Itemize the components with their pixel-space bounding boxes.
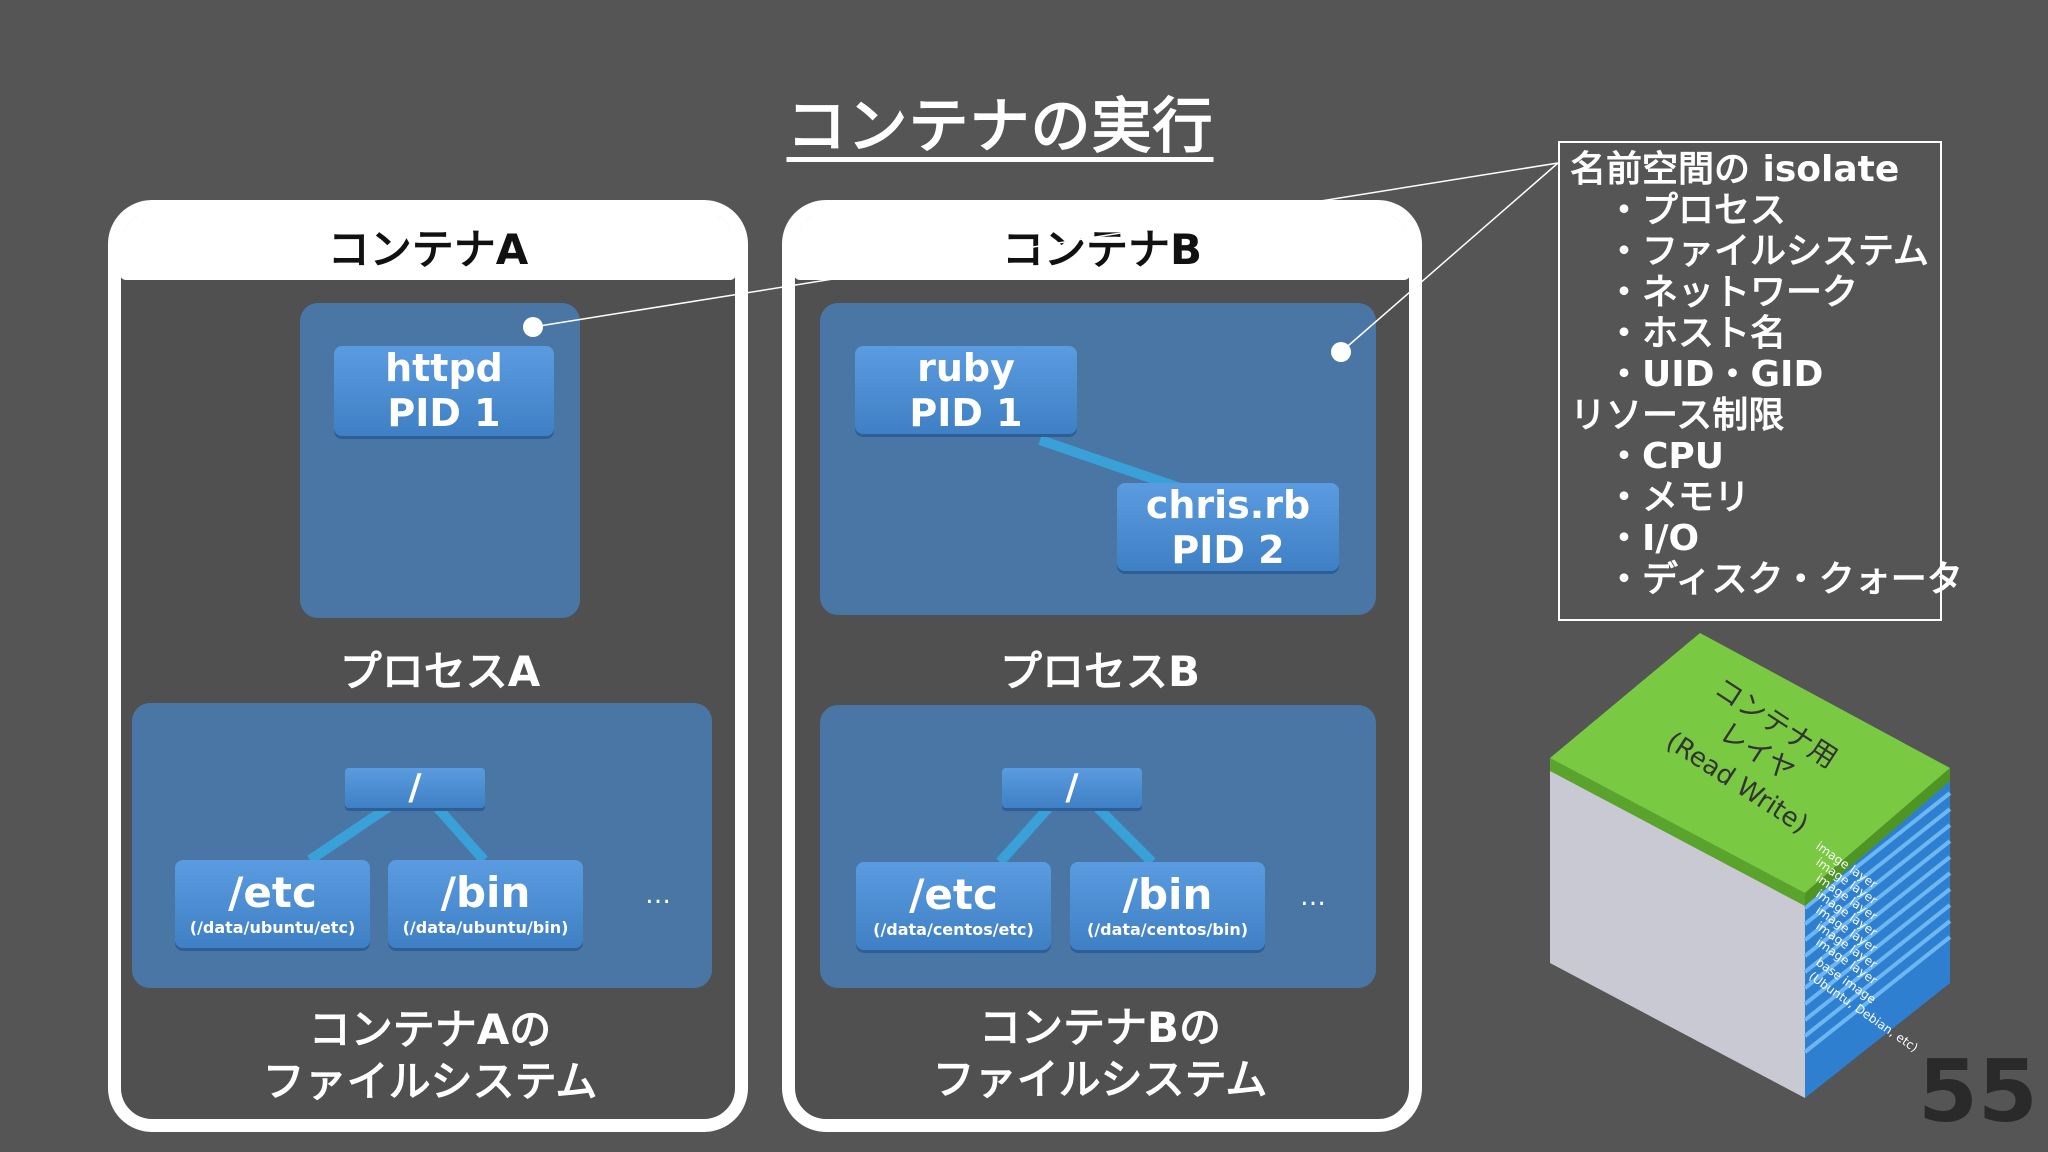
process-tree-connector bbox=[1038, 435, 1182, 493]
namespace-heading: 名前空間の isolate bbox=[1570, 149, 1900, 190]
process-box-httpd: httpd PID 1 bbox=[334, 346, 554, 436]
dir-path: (/data/centos/etc) bbox=[873, 920, 1034, 939]
slide-title: コンテナの実行 bbox=[786, 92, 1214, 162]
layer-stack-illustration: コンテナ用 レイヤ (Read Write) image layer image… bbox=[1550, 633, 1952, 1098]
process-box-ruby: ruby PID 1 bbox=[855, 346, 1077, 435]
fs-b-connector-etc bbox=[996, 802, 1054, 866]
fs-label-b-line2: ファイルシステム bbox=[932, 1055, 1268, 1104]
container-a-header: コンテナA bbox=[120, 212, 736, 280]
fs-label-b-line1: コンテナBの bbox=[978, 1003, 1221, 1052]
fs-a-more: … bbox=[645, 880, 674, 910]
stack-right-side bbox=[1803, 778, 1952, 1098]
process-label-b: プロセスB bbox=[999, 647, 1200, 696]
process-pid: PID 1 bbox=[909, 391, 1023, 435]
dir-name: /etc bbox=[909, 870, 998, 919]
fs-label-a-line1: コンテナAの bbox=[308, 1005, 552, 1054]
dir-path: (/data/ubuntu/bin) bbox=[402, 918, 569, 937]
fs-b-dir-etc: /etc (/data/centos/etc) bbox=[856, 862, 1051, 950]
resource-item: ・I/O bbox=[1606, 518, 1700, 559]
callout-dot-a bbox=[523, 317, 543, 337]
fs-b-connector-bin bbox=[1092, 802, 1156, 866]
namespace-box: 名前空間の isolate ・プロセス ・ファイルシステム ・ネットワーク ・ホ… bbox=[1558, 141, 1963, 621]
page-number: 55 bbox=[1918, 1042, 2038, 1142]
fs-b-root: / bbox=[1002, 768, 1142, 808]
process-pid: PID 1 bbox=[387, 391, 501, 435]
process-label-a: プロセスA bbox=[339, 647, 541, 696]
fs-label-b: コンテナBの ファイルシステム bbox=[870, 1002, 1330, 1106]
namespace-item: ・ホスト名 bbox=[1606, 313, 1787, 354]
resource-item: ・CPU bbox=[1606, 436, 1725, 477]
fs-label-a: コンテナAの ファイルシステム bbox=[200, 1004, 660, 1108]
dir-name: /bin bbox=[1122, 870, 1213, 919]
process-name: chris.rb bbox=[1145, 483, 1311, 527]
dir-name: /bin bbox=[440, 868, 531, 917]
stack-top-layer bbox=[1550, 633, 1950, 893]
namespace-item: ・ファイルシステム bbox=[1606, 231, 1929, 272]
process-pid: PID 2 bbox=[1171, 528, 1285, 572]
namespace-item: ・ネットワーク bbox=[1606, 272, 1859, 313]
namespace-item: ・UID・GID bbox=[1606, 354, 1824, 395]
fs-a-dir-bin: /bin (/data/ubuntu/bin) bbox=[388, 860, 583, 948]
fs-a-connector-bin bbox=[432, 802, 488, 864]
process-name: httpd bbox=[385, 346, 503, 390]
stack-left-side bbox=[1550, 758, 1805, 1098]
resource-item: ・メモリ bbox=[1606, 477, 1751, 518]
fs-b-dir-bin: /bin (/data/centos/bin) bbox=[1070, 862, 1265, 950]
callout-line-a bbox=[532, 162, 1559, 328]
dir-path: (/data/centos/bin) bbox=[1086, 920, 1249, 939]
dir-name: /etc bbox=[228, 868, 317, 917]
callout-dot-b bbox=[1331, 342, 1351, 362]
fs-a-dir-etc: /etc (/data/ubuntu/etc) bbox=[175, 860, 370, 948]
process-name: ruby bbox=[917, 346, 1015, 390]
fs-label-a-line2: ファイルシステム bbox=[262, 1057, 598, 1106]
resource-heading: リソース制限 bbox=[1570, 395, 1785, 436]
fs-a-connector-etc bbox=[307, 801, 393, 865]
fs-a-root: / bbox=[345, 768, 485, 808]
dir-path: (/data/ubuntu/etc) bbox=[189, 918, 356, 937]
fs-b-more: … bbox=[1300, 882, 1329, 912]
callout-line-b bbox=[1340, 162, 1559, 353]
process-box-chris: chris.rb PID 2 bbox=[1117, 483, 1339, 572]
namespace-item: ・プロセス bbox=[1606, 190, 1787, 231]
resource-item: ・ディスク・クォータ bbox=[1606, 559, 1963, 600]
